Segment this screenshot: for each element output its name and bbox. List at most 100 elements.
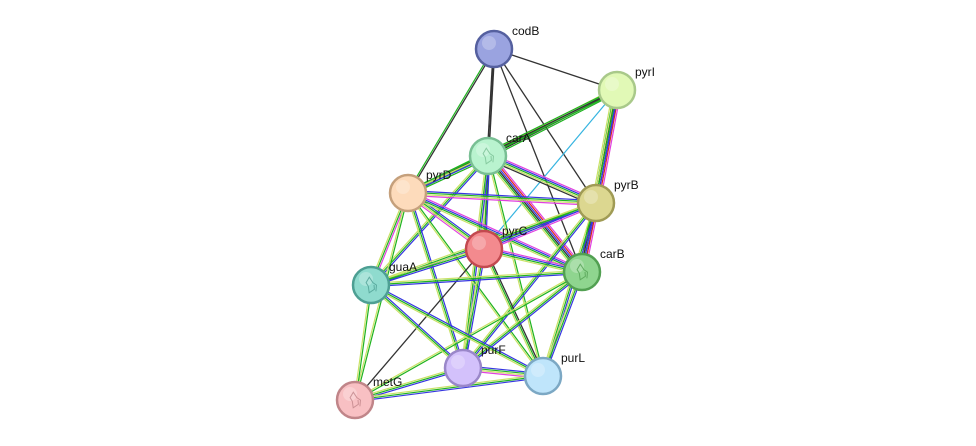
node-label: pyrI (635, 65, 655, 79)
node-layer: codB pyrI carA pyrD pyrB pyrC carB guaA purF purL… (335, 24, 655, 420)
node-guaA[interactable]: guaA (351, 260, 417, 305)
edge-carA-purL[interactable] (486, 155, 545, 377)
edge-evidence-line (408, 192, 466, 368)
node-label: pyrB (614, 178, 639, 192)
edge-pyrC-purF[interactable] (460, 248, 487, 369)
protein-structure-icon (576, 263, 589, 281)
edge-codB-pyrI[interactable] (493, 48, 618, 91)
edge-evidence-line (408, 190, 584, 271)
edge-evidence-line (370, 284, 464, 369)
edge-evidence-line (493, 48, 583, 273)
node-metG[interactable]: metG (335, 375, 402, 420)
node-label: carB (600, 247, 625, 261)
edge-evidence-line (484, 248, 546, 376)
node-highlight (482, 36, 496, 50)
edge-evidence-line (370, 246, 484, 285)
edge-evidence-line (408, 190, 597, 202)
edge-evidence-line (371, 272, 583, 288)
node-highlight (570, 259, 584, 273)
edge-evidence-line (354, 375, 544, 401)
edge-evidence-line (354, 248, 485, 401)
edge-evidence-line (488, 91, 619, 159)
edge-evidence-line (407, 194, 596, 206)
edge-guaA-purF[interactable] (369, 283, 465, 370)
node-circle[interactable] (576, 183, 616, 223)
node-pyrD[interactable]: pyrD (388, 168, 452, 213)
edge-carA-pyrB[interactable] (486, 152, 598, 207)
node-label: purF (481, 343, 506, 357)
edge-evidence-line (354, 270, 582, 400)
edge-pyrB-purF[interactable] (461, 201, 598, 370)
protein-structure-icon (365, 276, 378, 294)
edge-evidence-line (371, 249, 485, 288)
node-highlight (476, 143, 490, 157)
edge-evidence-line (482, 249, 543, 377)
node-circle[interactable] (597, 70, 637, 110)
edge-evidence-line (371, 283, 465, 368)
node-circle[interactable] (464, 229, 504, 269)
edge-evidence-line (406, 193, 543, 377)
edge-evidence-line (408, 191, 597, 203)
node-circle[interactable] (468, 136, 508, 176)
edge-pyrC-purL[interactable] (482, 248, 546, 377)
edge-evidence-line (463, 249, 487, 369)
edge-carB-purF[interactable] (461, 270, 584, 370)
edge-evidence-line (599, 90, 622, 204)
node-label: metG (373, 375, 402, 389)
edge-evidence-line (460, 248, 484, 368)
node-pyrB[interactable]: pyrB (576, 178, 639, 223)
edge-pyrI-pyrC[interactable] (483, 89, 618, 250)
node-circle[interactable] (443, 348, 483, 388)
node-circle[interactable] (388, 173, 428, 213)
node-highlight (531, 363, 545, 377)
edge-evidence-line (461, 270, 582, 368)
edge-pyrD-pyrB[interactable] (407, 190, 597, 206)
edge-evidence-line (369, 285, 543, 378)
node-codB[interactable]: codB (474, 24, 539, 69)
edge-evidence-line (484, 158, 580, 275)
node-highlight (584, 190, 598, 204)
edge-evidence-line (370, 271, 583, 286)
edge-evidence-line (463, 272, 584, 370)
node-purF[interactable]: purF (443, 343, 506, 388)
edge-evidence-line (461, 201, 596, 368)
node-highlight (472, 236, 486, 250)
edge-evidence-line (370, 269, 582, 285)
edge-evidence-line (493, 48, 618, 91)
edge-evidence-line (355, 376, 544, 403)
edge-guaA-metG[interactable] (353, 284, 373, 401)
edge-evidence-line (591, 89, 614, 203)
node-carB[interactable]: carB (562, 247, 625, 292)
edge-purL-metG[interactable] (354, 373, 544, 403)
edge-codB-carB[interactable] (493, 48, 583, 273)
node-circle[interactable] (562, 252, 602, 292)
protein-structure-icon (482, 147, 495, 165)
node-pyrI[interactable]: pyrI (597, 65, 655, 110)
edge-evidence-line (540, 202, 596, 376)
edge-evidence-line (371, 283, 545, 376)
edge-evidence-line (370, 248, 485, 286)
node-carA[interactable]: carA (468, 131, 531, 176)
edge-evidence-line (355, 285, 373, 401)
edge-evidence-line (487, 155, 597, 204)
edge-carA-carB[interactable] (484, 153, 586, 275)
protein-structure-icon (349, 391, 362, 409)
edge-carB-guaA[interactable] (370, 269, 583, 288)
node-purL[interactable]: purL (523, 351, 585, 396)
node-highlight (343, 387, 357, 401)
node-circle[interactable] (474, 29, 514, 69)
edge-pyrC-metG[interactable] (354, 248, 485, 401)
node-pyrC[interactable]: pyrC (464, 224, 528, 269)
edge-evidence-line (463, 203, 598, 370)
node-circle[interactable] (351, 265, 391, 305)
edge-guaA-purL[interactable] (369, 283, 545, 378)
node-highlight (359, 272, 373, 286)
node-circle[interactable] (523, 356, 563, 396)
node-circle[interactable] (335, 380, 375, 420)
edge-codB-pyrD[interactable] (406, 48, 496, 194)
edge-evidence-line (483, 89, 618, 250)
edge-evidence-line (486, 156, 543, 377)
edge-evidence-line (408, 49, 496, 194)
edge-pyrC-guaA[interactable] (370, 246, 485, 288)
